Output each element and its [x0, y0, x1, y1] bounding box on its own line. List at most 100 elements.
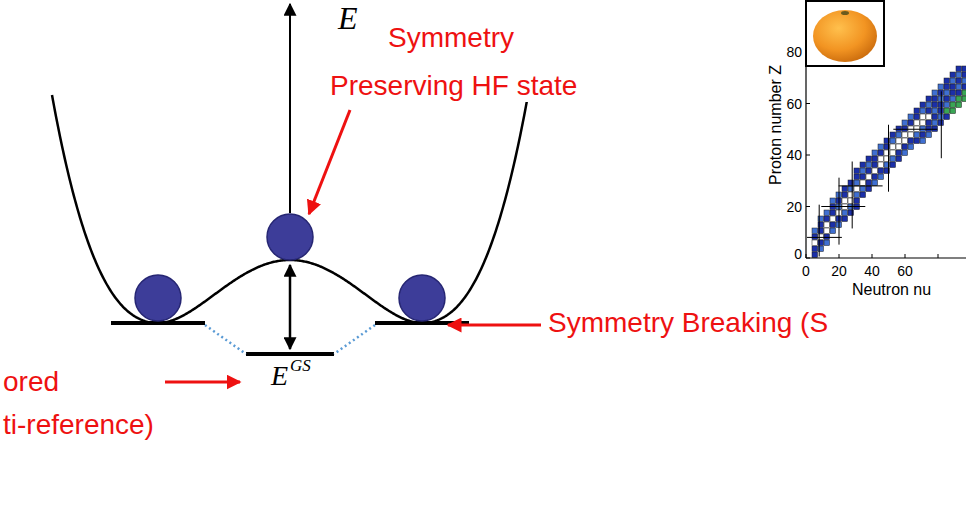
nuclide-cell	[878, 162, 884, 168]
ground-state-bar	[246, 352, 334, 356]
nuclide-cell	[896, 144, 902, 150]
axis-label: E	[338, 0, 358, 37]
nuclide-cell	[860, 174, 866, 180]
superscript: GS	[290, 356, 311, 376]
nuclide-cell	[842, 192, 848, 198]
tick-label: 60	[786, 95, 802, 111]
nuclide-cell	[860, 168, 866, 174]
magic-line	[807, 237, 842, 238]
nuclide-cell	[842, 210, 848, 216]
nuclide-cell	[890, 162, 896, 168]
state-ball	[399, 275, 445, 321]
nuclide-cell	[950, 72, 956, 78]
nuclide-cell	[878, 174, 884, 180]
nuclide-cell	[842, 198, 848, 204]
nuclide-cell	[962, 66, 966, 72]
magic-number-lines	[807, 91, 941, 256]
tick-label: 60	[897, 263, 913, 279]
tick-mark	[806, 206, 810, 207]
nuclide-cell	[866, 174, 872, 180]
nuclide-cell	[872, 162, 878, 168]
nuclide-cell	[854, 198, 860, 204]
tick-mark	[806, 258, 810, 259]
nuclide-cell	[932, 108, 938, 114]
tick-label: 20	[831, 263, 847, 279]
pointer-arrow	[309, 110, 350, 214]
nuclide-cell	[938, 96, 944, 102]
nuclide-cell	[854, 168, 860, 174]
tick-mark	[839, 254, 840, 258]
nuclide-cell	[824, 216, 830, 222]
nuclide-cell	[920, 108, 926, 114]
nuclide-cell	[944, 102, 950, 108]
nuclide-cell	[812, 240, 818, 246]
annotation-text: ti-reference)	[3, 409, 154, 441]
nuclide-cell	[926, 132, 932, 138]
axis-title: Neutron nu	[852, 281, 931, 299]
nuclide-cell	[932, 90, 938, 96]
nuclide-cell	[926, 96, 932, 102]
nuclide-cell	[914, 132, 920, 138]
nuclide-cell	[956, 78, 962, 84]
tick-mark	[806, 155, 810, 156]
nuclide-cell	[950, 78, 956, 84]
nuclide-cell	[950, 108, 956, 114]
nuclide-cell	[962, 96, 966, 102]
nuclide-cell	[944, 108, 950, 114]
nuclide-cell	[956, 66, 962, 72]
nuclide-cell	[956, 84, 962, 90]
magic-line	[839, 178, 840, 245]
nuclide-cell	[908, 114, 914, 120]
nuclide-cell	[914, 138, 920, 144]
nuclide-cell	[812, 234, 818, 240]
energy-axis	[289, 4, 291, 213]
nuclide-cell	[872, 174, 878, 180]
nuclide-cell	[824, 222, 830, 228]
mixing-line	[334, 325, 375, 354]
annotation-text: Symmetry	[388, 22, 514, 54]
tick-label: 40	[864, 263, 880, 279]
nuclide-cell	[866, 162, 872, 168]
nuclide-cell	[926, 102, 932, 108]
tick-mark	[806, 103, 810, 104]
nuclide-cell	[890, 138, 896, 144]
tick-mark	[905, 254, 906, 258]
nuclide-cell	[914, 108, 920, 114]
nuclide-cell	[890, 132, 896, 138]
nuclide-cell	[920, 132, 926, 138]
tick-label: 40	[786, 147, 802, 163]
tick-label: 20	[786, 198, 802, 214]
nuclide-cell	[920, 138, 926, 144]
nuclide-cell	[878, 156, 884, 162]
nuclide-cell	[878, 150, 884, 156]
nuclide-cell	[908, 120, 914, 126]
tick-label: 0	[794, 246, 802, 262]
nuclide-cell	[908, 138, 914, 144]
nuclide-cell	[932, 102, 938, 108]
nuclide-cell	[902, 120, 908, 126]
nuclide-cell	[962, 72, 966, 78]
mandarin-stem	[841, 11, 849, 15]
magic-line	[852, 162, 853, 229]
energy-gap-arrow	[289, 265, 292, 349]
nuclide-cell	[824, 228, 830, 234]
nuclide-cell	[896, 150, 902, 156]
nuclide-cell	[908, 132, 914, 138]
nuclide-cell	[830, 228, 836, 234]
nuclide-cell	[866, 168, 872, 174]
magic-line	[821, 206, 865, 207]
magic-line	[819, 205, 820, 257]
nuclide-cell	[908, 144, 914, 150]
nuclide-cell	[944, 84, 950, 90]
chart-axis	[806, 257, 966, 258]
nuclide-cell	[824, 240, 830, 246]
mixing-line	[205, 325, 246, 354]
nuclide-cell	[812, 246, 818, 252]
nuclide-cell	[866, 186, 872, 192]
tick-mark	[806, 254, 807, 258]
energy-symbol: E	[271, 360, 288, 392]
nuclide-cell	[842, 216, 848, 222]
mandarin-photo	[813, 10, 877, 62]
nuclide-cell	[926, 108, 932, 114]
